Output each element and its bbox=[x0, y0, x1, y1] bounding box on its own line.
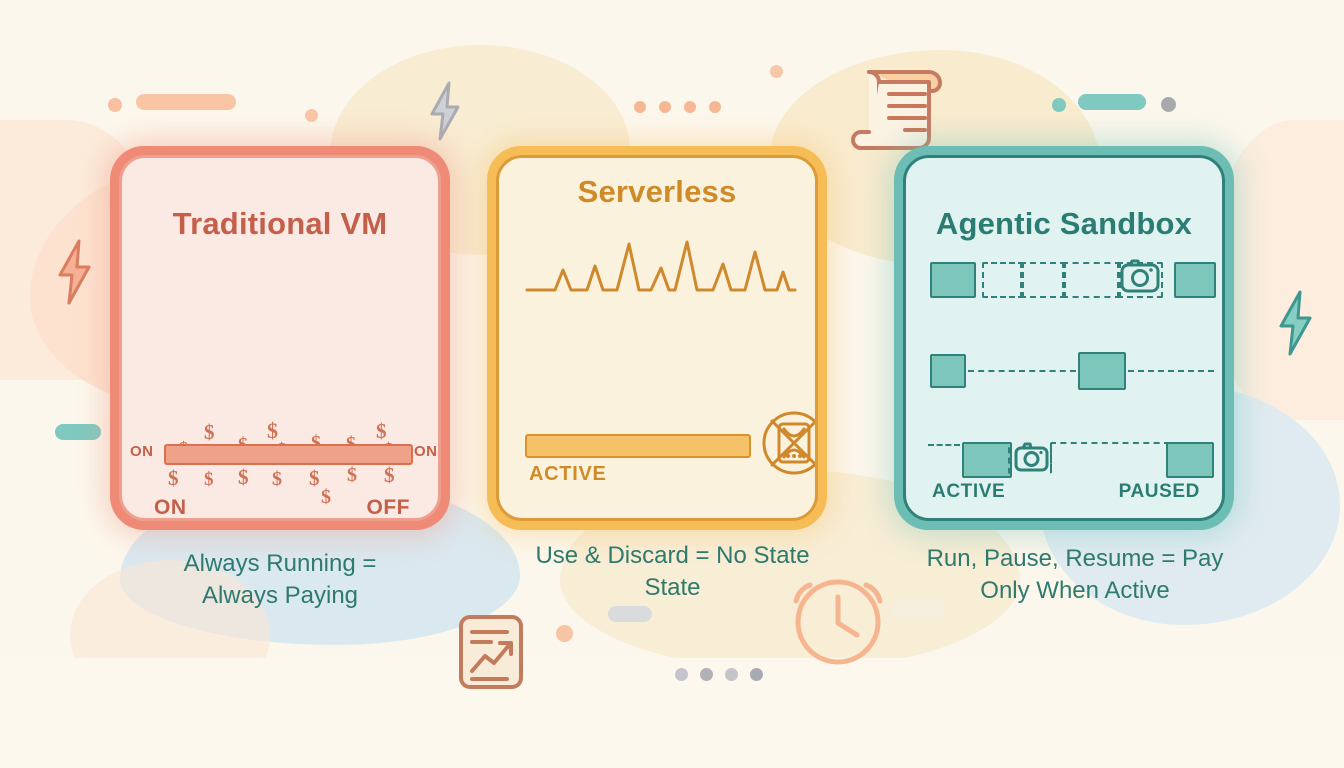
alarm-clock-icon bbox=[782, 575, 890, 680]
caption-serverless: Use & Discard = No State State bbox=[500, 540, 845, 604]
decor-pill-peach bbox=[136, 94, 236, 110]
bar-label-left: ON bbox=[130, 443, 154, 460]
dollar-symbol: $ bbox=[309, 466, 320, 490]
caption-line: Always Running = bbox=[183, 550, 377, 577]
dollar-symbol: $ bbox=[267, 418, 278, 443]
state-label-active: ACTIVE bbox=[932, 481, 1006, 502]
lightning-bolt-icon-center bbox=[425, 80, 465, 142]
caption-line: Only When Active bbox=[980, 577, 1170, 604]
active-duration-bar bbox=[525, 434, 751, 458]
card-serverless-body: Serverless ACTIVE bbox=[496, 155, 818, 521]
decor-pill-teal-left bbox=[55, 424, 101, 440]
dollar-symbol: $ bbox=[321, 486, 331, 508]
camera-icon bbox=[1014, 440, 1050, 476]
decor-pill-teal bbox=[1078, 94, 1146, 110]
active-block bbox=[930, 262, 976, 298]
dollar-symbol: $ bbox=[204, 469, 214, 490]
caption-line: Always Paying bbox=[201, 582, 359, 609]
paused-dashed-line bbox=[1128, 370, 1214, 372]
decor-dot-peach-2 bbox=[305, 109, 318, 122]
timeline-row-1 bbox=[906, 258, 1222, 304]
caption-agentic-sandbox: Run, Pause, Resume = Pay Only When Activ… bbox=[890, 543, 1260, 607]
card-traditional-vm-title: Traditional VM bbox=[172, 206, 388, 241]
decor-dot-bottom-3 bbox=[725, 668, 738, 681]
card-serverless-title: Serverless bbox=[577, 174, 737, 209]
decor-dot-peach-bottom bbox=[556, 625, 573, 642]
decor-dot-bottom-1 bbox=[675, 668, 688, 681]
decor-dot-top-1 bbox=[634, 101, 646, 113]
active-block bbox=[962, 442, 1012, 478]
dollar-symbol: $ bbox=[238, 465, 249, 489]
card-agentic-sandbox-title: Agentic Sandbox bbox=[935, 206, 1193, 241]
dollar-symbol: $ bbox=[311, 432, 321, 454]
paused-dashed-line bbox=[968, 370, 1076, 372]
dollar-symbol: $ bbox=[384, 463, 395, 487]
caption-line: Run, Pause, Resume = Pay bbox=[926, 545, 1224, 572]
decor-dot-bottom-2 bbox=[700, 668, 713, 681]
active-block bbox=[1078, 352, 1126, 390]
bar-label-right: ON bbox=[414, 443, 438, 460]
state-label-paused: PAUSED bbox=[1118, 481, 1200, 502]
decor-dot-top-2 bbox=[659, 101, 671, 113]
decor-dot-bottom-4 bbox=[750, 668, 763, 681]
active-label: ACTIVE bbox=[529, 463, 607, 485]
card-traditional-vm[interactable]: Traditional VM $ $ $ $ $ $ $ $ $ ON ON $… bbox=[110, 146, 450, 530]
lightning-bolt-icon-right bbox=[1273, 289, 1317, 357]
decor-dot-gray bbox=[1161, 97, 1176, 112]
background-bottom-band bbox=[0, 658, 1344, 768]
dollar-symbol: $ bbox=[347, 464, 357, 486]
money-symbols-group-lower: $ $ $ $ $ $ $ $ bbox=[136, 458, 424, 518]
paused-gap-box bbox=[1050, 442, 1170, 476]
caption-traditional-vm: Always Running = Always Paying bbox=[100, 548, 460, 612]
paused-dashed-line bbox=[928, 444, 960, 446]
decor-dot-peach bbox=[108, 98, 122, 112]
dollar-symbol: $ bbox=[272, 468, 282, 490]
decor-dot-top-4 bbox=[709, 101, 721, 113]
camera-icon bbox=[1119, 256, 1161, 298]
dollar-symbol: $ bbox=[376, 419, 387, 443]
card-traditional-vm-body: Traditional VM $ $ $ $ $ $ $ $ $ ON ON $… bbox=[119, 155, 441, 521]
paused-gap-box bbox=[1062, 262, 1121, 298]
caption-line: State bbox=[644, 574, 701, 601]
decor-pill-gray-bottom bbox=[608, 606, 652, 622]
decor-dot-top-3 bbox=[684, 101, 696, 113]
decor-dot-teal bbox=[1052, 98, 1066, 112]
active-block bbox=[1174, 262, 1216, 298]
decor-pill-cream-bottom-right bbox=[890, 600, 944, 618]
timeline-row-2 bbox=[906, 348, 1222, 394]
paused-gap-box bbox=[982, 262, 1024, 298]
paused-gap-box bbox=[1020, 262, 1066, 298]
state-label-off: OFF bbox=[366, 496, 410, 519]
card-serverless[interactable]: Serverless ACTIVE bbox=[487, 146, 827, 530]
no-hourglass-icon bbox=[761, 410, 815, 476]
caption-line: Use & Discard = No State bbox=[535, 542, 810, 569]
decor-dot-peach-top-small bbox=[770, 65, 783, 78]
burst-activity-spikes bbox=[525, 226, 797, 296]
card-agentic-sandbox-body: Agentic Sandbox bbox=[903, 155, 1225, 521]
document-scroll-icon bbox=[845, 52, 953, 162]
chart-report-icon bbox=[455, 613, 527, 691]
dollar-symbol: $ bbox=[168, 466, 179, 490]
active-block bbox=[930, 354, 966, 388]
state-label-on: ON bbox=[154, 496, 187, 519]
card-agentic-sandbox[interactable]: Agentic Sandbox bbox=[894, 146, 1234, 530]
timeline-row-3 bbox=[906, 438, 1222, 484]
dollar-symbol: $ bbox=[204, 420, 215, 444]
paused-block bbox=[1166, 442, 1214, 478]
always-on-bar bbox=[164, 444, 413, 465]
lightning-bolt-icon-left bbox=[52, 238, 96, 306]
